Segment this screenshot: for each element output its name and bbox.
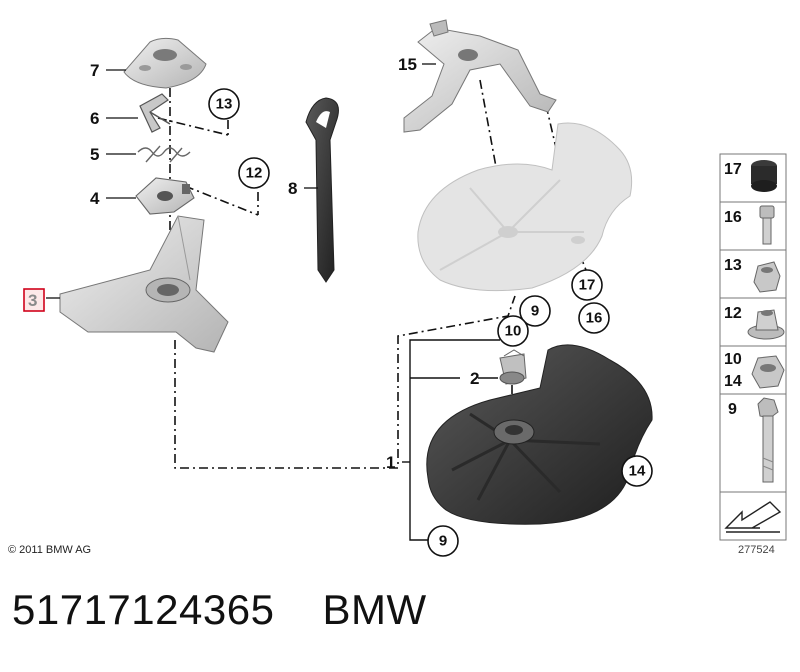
hex-nut-large-icon <box>751 355 785 389</box>
panel-number-17: 17 <box>724 161 742 178</box>
callout-15: 15 <box>398 55 417 74</box>
circle-callout-17: 17 <box>571 269 603 301</box>
svg-text:9: 9 <box>531 303 539 320</box>
part-footer: 51717124365 BMW <box>12 586 792 634</box>
callout-7: 7 <box>90 61 99 80</box>
svg-text:10: 10 <box>505 323 522 340</box>
panel-row-12: 12 <box>719 297 787 347</box>
callout-8: 8 <box>288 179 297 198</box>
part-2-nut <box>499 349 527 385</box>
svg-text:9: 9 <box>439 533 447 550</box>
part-1-lower-cover <box>426 344 653 525</box>
panel-number-16: 16 <box>724 209 742 226</box>
circle-callout-9-top: 9 <box>519 295 551 327</box>
flange-nut-icon <box>747 309 785 340</box>
bolt-short-icon <box>759 205 775 245</box>
part-15-upper-bracket <box>403 19 557 133</box>
callout-5: 5 <box>90 145 99 164</box>
callout-1: 1 <box>386 453 395 472</box>
svg-text:14: 14 <box>629 463 646 480</box>
callout-4: 4 <box>90 189 100 208</box>
panel-number-12: 12 <box>724 305 742 322</box>
callout-leaders <box>46 63 436 299</box>
panel-row-10-14: 10 14 <box>719 345 787 395</box>
part-8-handle-rod <box>305 97 339 283</box>
panel-row-arrow <box>719 491 787 541</box>
panel-row-9: 9 <box>719 393 787 493</box>
circle-callout-9-bottom: 9 <box>427 525 459 557</box>
fastener-panel: 17 16 13 12 <box>719 153 787 541</box>
part-3-wheel-holder <box>59 215 229 353</box>
circle-callout-14: 14 <box>621 455 653 487</box>
circle-callout-16: 16 <box>578 302 610 334</box>
part-5-spring <box>137 145 191 163</box>
direction-arrow-icon <box>724 501 782 533</box>
upper-cover-ghost <box>417 122 633 292</box>
group-bracket <box>402 339 500 541</box>
diagram-code: 277524 <box>738 544 775 556</box>
long-bolt-icon <box>757 397 779 483</box>
part-7-mount-cover <box>123 37 207 89</box>
circle-callout-13: 13 <box>208 88 240 120</box>
panel-row-16: 16 <box>719 201 787 251</box>
hex-nut-icon <box>753 261 781 293</box>
callout-6: 6 <box>90 109 99 128</box>
brand: BMW <box>322 586 427 633</box>
svg-text:12: 12 <box>246 165 263 182</box>
circle-callout-10: 10 <box>497 315 529 347</box>
panel-row-17: 17 <box>719 153 787 203</box>
part-6-clip <box>139 93 171 133</box>
part-4-bracket-plate <box>135 177 195 215</box>
panel-number-14: 14 <box>724 373 742 390</box>
rubber-buffer-icon <box>751 160 777 192</box>
panel-number-9: 9 <box>728 401 737 418</box>
callout-3: 3 <box>28 291 37 310</box>
circle-callout-12: 12 <box>238 157 270 189</box>
part-number: 51717124365 <box>12 586 275 633</box>
copyright: © 2011 BMW AG <box>8 544 91 556</box>
callout-3-highlight <box>23 288 45 312</box>
panel-number-13: 13 <box>724 257 742 274</box>
panel-number-10: 10 <box>724 351 742 368</box>
svg-text:13: 13 <box>216 96 233 113</box>
panel-row-13: 13 <box>719 249 787 299</box>
callout-2: 2 <box>470 369 479 388</box>
svg-text:17: 17 <box>579 277 596 294</box>
svg-text:16: 16 <box>586 310 603 327</box>
